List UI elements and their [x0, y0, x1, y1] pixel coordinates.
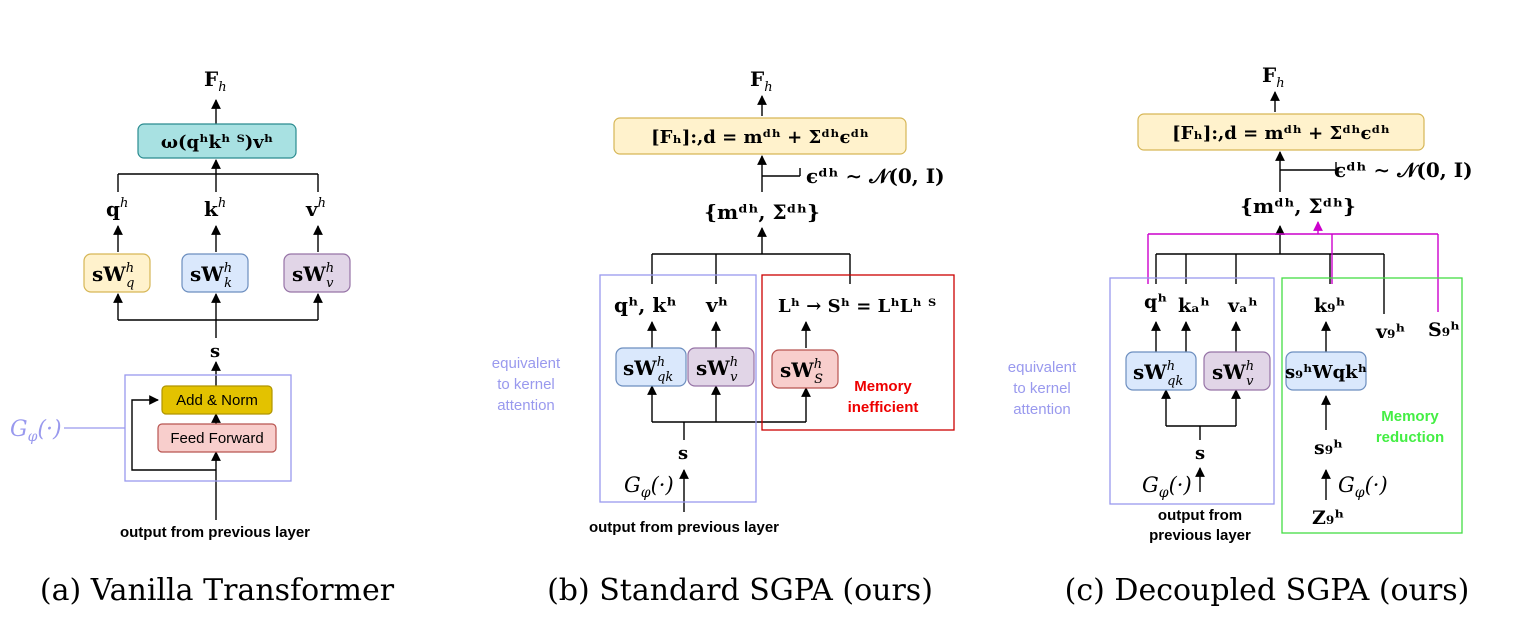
svg-text:to kernel: to kernel: [497, 376, 555, 393]
caption-b: (b) Standard SGPA (ours): [547, 573, 933, 608]
proj-q-box: [83, 253, 151, 293]
svg-text:to kernel: to kernel: [1013, 380, 1071, 397]
output-eq-c: [Fₕ]:,d = mᵈʰ + Σᵈʰϵᵈʰ: [1172, 123, 1390, 144]
svg-text:reduction: reduction: [1376, 429, 1444, 446]
feed-forward-box: [157, 423, 277, 453]
vg-label-c: v₉ʰ: [1375, 321, 1405, 343]
svg-text:Memory: Memory: [1381, 408, 1439, 425]
proj-s-box-b: [771, 349, 839, 389]
proj-g-label-c: s₉ʰWqkʰ: [1285, 362, 1367, 383]
kg-label-c: k₉ʰ: [1314, 295, 1345, 317]
svg-text:attention: attention: [497, 397, 555, 414]
ls-label-b: Lʰ → Sʰ = LʰLʰ ᵀ: [778, 296, 936, 317]
proj-v-box-b: [687, 347, 755, 387]
input-label-c: output from previous layer: [1149, 507, 1251, 544]
v-label-a: vh: [305, 196, 326, 221]
output-eq-b: [Fₕ]:,d = mᵈʰ + Σᵈʰϵᵈʰ: [651, 127, 869, 148]
ka-label-c: kₐʰ: [1178, 295, 1210, 317]
equiv-note-c: equivalent to kernel attention: [1008, 359, 1077, 418]
g-phi-label-c2: Gφ(·): [1338, 473, 1388, 501]
kernel-frame-b: [599, 274, 757, 503]
sg-top-label-c: S₉ʰ: [1428, 319, 1460, 341]
svg-text:output from: output from: [1158, 507, 1242, 524]
output-f-b: Fh: [750, 67, 773, 95]
s-label-a: s: [210, 341, 220, 362]
proj-k-box: [181, 253, 249, 293]
memory-note-c: Memory reduction: [1376, 408, 1444, 446]
kernel-frame-c: [1109, 277, 1275, 505]
memory-note-b: Memory inefficient: [848, 378, 919, 416]
v-label-b: vʰ: [705, 293, 728, 317]
sg-label-c: s₉ʰ: [1314, 437, 1343, 459]
add-norm-label: Add & Norm: [176, 392, 258, 409]
proj-qk-box-c: [1125, 351, 1197, 391]
output-box-c: [1137, 113, 1425, 151]
moments-label-c: {mᵈʰ, Σᵈʰ}: [1240, 194, 1356, 218]
caption-a: (a) Vanilla Transformer: [40, 573, 395, 608]
add-norm-box: [161, 385, 273, 415]
caption-c: (c) Decoupled SGPA (ours): [1065, 573, 1470, 608]
attention-label: ω(qʰkʰ ᵀ)vʰ: [161, 132, 273, 153]
input-label-a: output from previous layer: [120, 524, 310, 541]
q-label-c: qʰ: [1144, 291, 1167, 313]
proj-qk-box-b: [615, 347, 687, 387]
moments-label-b: {mᵈʰ, Σᵈʰ}: [704, 200, 820, 224]
output-box-b: [613, 117, 907, 155]
input-label-b: output from previous layer: [589, 519, 779, 536]
proj-g-box-c: [1285, 351, 1367, 391]
noise-label-c: ϵᵈʰ ∼ 𝒩(0, I): [1334, 158, 1473, 182]
proj-v-box-c: [1203, 351, 1271, 391]
svg-text:Memory: Memory: [854, 378, 912, 395]
attention-box: [137, 123, 297, 159]
feed-forward-label: Feed Forward: [170, 430, 263, 447]
noise-label-b: ϵᵈʰ ∼ 𝒩(0, I): [806, 164, 945, 188]
svg-text:inefficient: inefficient: [848, 399, 919, 416]
k-label-a: kh: [204, 196, 226, 221]
qk-label-b: qʰ, kʰ: [614, 293, 677, 317]
proj-v-box: [283, 253, 351, 293]
memory-frame-c: [1281, 277, 1463, 534]
svg-text:previous layer: previous layer: [1149, 527, 1251, 544]
g-phi-label-b: Gφ(·): [624, 473, 674, 501]
s-label-c: s: [1195, 443, 1205, 464]
g-phi-label-a: Gφ(·): [10, 417, 62, 445]
g-phi-label-c: Gφ(·): [1142, 473, 1192, 501]
svg-text:attention: attention: [1013, 401, 1071, 418]
equiv-note-b: equivalent to kernel attention: [492, 355, 561, 414]
memory-frame-b: [761, 274, 955, 431]
svg-text:equivalent: equivalent: [492, 355, 561, 372]
va-label-c: vₐʰ: [1227, 295, 1258, 317]
output-f-a: Fh: [204, 67, 227, 95]
output-f-c: Fh: [1262, 63, 1285, 91]
svg-text:equivalent: equivalent: [1008, 359, 1077, 376]
zg-label-c: Z₉ʰ: [1312, 507, 1344, 529]
q-label-a: qh: [106, 196, 128, 221]
s-label-b: s: [678, 443, 688, 464]
